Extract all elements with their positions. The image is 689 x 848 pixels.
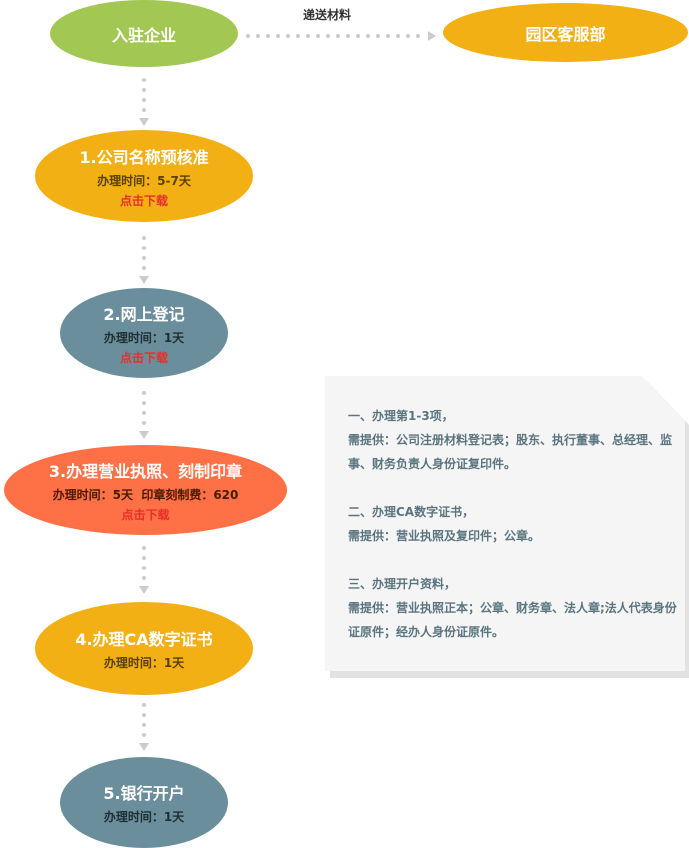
note-body: 需提供：营业执照及复印件；公章。 — [348, 529, 541, 543]
note-heading: 一、办理第1-3项， — [348, 409, 454, 423]
step-2: 2.网上登记 办理时间：1天 点击下载 — [60, 288, 228, 378]
arrow-down — [139, 391, 149, 439]
step-4: 4.办理CA数字证书 办理时间：1天 — [35, 602, 253, 695]
download-link[interactable]: 点击下载 — [119, 193, 168, 208]
arrow-down — [139, 703, 149, 751]
step-time: 办理时间：1天 — [103, 656, 185, 670]
step-time: 办理时间：1天 — [103, 810, 185, 824]
step-1: 1.公司名称预核准 办理时间：5-7天 点击下载 — [35, 130, 253, 222]
requirements-note — [325, 376, 685, 671]
step-title: 4.办理CA数字证书 — [75, 630, 213, 649]
step-title: 3.办理营业执照、刻制印章 — [48, 461, 243, 481]
step-time: 办理时间：5-7天 — [97, 173, 191, 188]
note-body: 需提供：营业执照正本；公章、财务章、法人章;法人代表身份证原件；经办人身份证原件… — [348, 601, 677, 639]
download-link[interactable]: 点击下载 — [121, 507, 170, 522]
download-link[interactable]: 点击下载 — [119, 350, 168, 365]
arrow-label: 递送材料 — [303, 8, 352, 22]
step-5: 5.银行开户 办理时间：1天 — [60, 757, 228, 848]
step-3: 3.办理营业执照、刻制印章 办理时间：5天 印章刻制费：620 点击下载 — [4, 445, 287, 535]
note-text: 一、办理第1-3项， 需提供：公司注册材料登记表；股东、执行董事、总经理、监事、财… — [348, 404, 678, 668]
node-service-label: 园区客服部 — [525, 24, 606, 44]
arrow-down — [139, 236, 149, 284]
step-time: 办理时间：1天 — [103, 330, 185, 345]
step-title: 2.网上登记 — [103, 304, 185, 324]
note-heading: 二、办理CA数字证书， — [348, 505, 475, 519]
node-company-label: 入驻企业 — [111, 25, 176, 45]
node-service: 园区客服部 — [443, 3, 688, 62]
note-body: 需提供：公司注册材料登记表；股东、执行董事、总经理、监事、财务负责人身份证复印件… — [348, 433, 673, 471]
step-time: 办理时间：5天 印章刻制费：620 — [52, 487, 239, 502]
step-title: 5.银行开户 — [103, 784, 185, 803]
step-title: 1.公司名称预核准 — [79, 147, 209, 167]
node-company: 入驻企业 — [50, 0, 238, 67]
note-heading: 三、办理开户资料， — [348, 577, 457, 591]
arrow-down — [139, 78, 149, 126]
arrow-right — [246, 31, 436, 41]
arrow-down — [139, 546, 149, 594]
